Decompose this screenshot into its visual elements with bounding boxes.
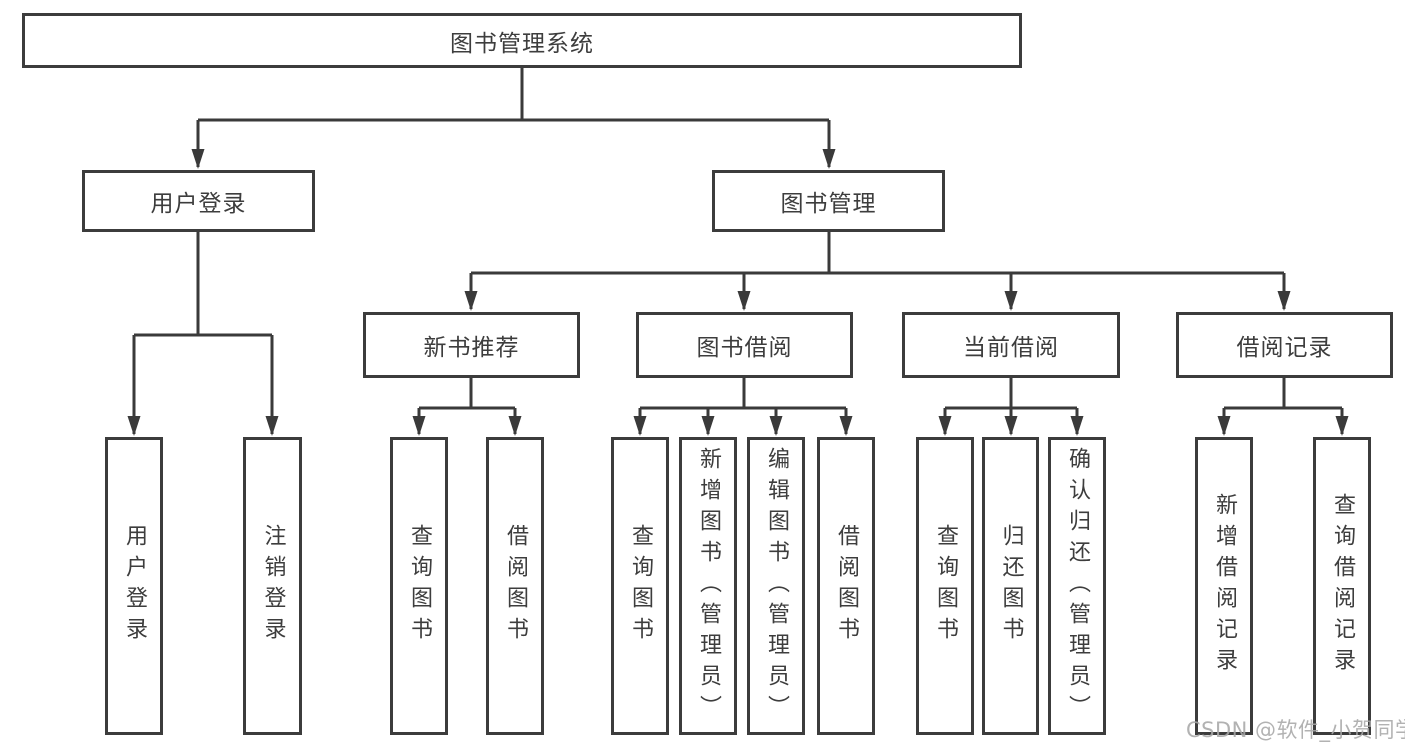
node-label: 注销登录 (260, 524, 286, 648)
node-label: 图书借阅 (696, 335, 793, 361)
node-borrowing-records: 借阅记录 (1176, 312, 1393, 378)
node-label: 用户登录 (122, 524, 147, 648)
leaf-rec-borrow-books: 借阅图书 (486, 437, 544, 735)
node-label: 借阅图书 (503, 524, 528, 648)
node-label: 新增图书（管理员） (696, 446, 721, 726)
node-label: 归还图书 (998, 524, 1024, 648)
node-label: 当前借阅 (963, 335, 1059, 361)
node-label: 查询图书 (628, 524, 653, 648)
leaf-bb-add-books-admin: 新增图书（管理员） (679, 437, 737, 735)
node-label: 图书管理系统 (450, 30, 594, 57)
node-label: 借阅图书 (834, 524, 859, 648)
node-label: 用户登录 (150, 191, 247, 217)
node-label: 借阅记录 (1236, 335, 1333, 361)
leaf-cb-confirm-return-admin: 确认归还（管理员） (1048, 437, 1106, 735)
node-user-login: 用户登录 (82, 170, 315, 232)
leaf-bb-query-books: 查询图书 (611, 437, 669, 735)
leaf-user-login: 用户登录 (105, 437, 163, 735)
node-current-borrowing: 当前借阅 (902, 312, 1120, 378)
leaf-br-query-record: 查询借阅记录 (1313, 437, 1371, 735)
leaf-cb-return-books: 归还图书 (982, 437, 1039, 735)
node-label: 查询图书 (933, 524, 958, 648)
leaf-bb-borrow-books: 借阅图书 (817, 437, 875, 735)
node-label: 确认归还（管理员） (1065, 446, 1090, 726)
leaf-br-add-record: 新增借阅记录 (1195, 437, 1253, 735)
node-library-management-system: 图书管理系统 (22, 13, 1022, 68)
node-label: 编辑图书（管理员） (764, 446, 789, 726)
leaf-logout: 注销登录 (243, 437, 302, 735)
node-label: 查询借阅记录 (1330, 493, 1355, 679)
node-label: 新增借阅记录 (1212, 493, 1237, 679)
node-label: 查询图书 (407, 524, 432, 648)
node-label: 新书推荐 (423, 335, 520, 361)
connector-arrows (127, 120, 1349, 436)
leaf-cb-query-books: 查询图书 (916, 437, 974, 735)
csdn-watermark: CSDN @软件_小贺同学 (1186, 718, 1405, 742)
node-new-book-recommend: 新书推荐 (363, 312, 580, 378)
node-book-borrowing: 图书借阅 (636, 312, 853, 378)
node-book-management: 图书管理 (712, 170, 945, 232)
node-label: 图书管理 (780, 191, 877, 217)
leaf-rec-query-books: 查询图书 (390, 437, 448, 735)
leaf-bb-edit-books-admin: 编辑图书（管理员） (747, 437, 805, 735)
